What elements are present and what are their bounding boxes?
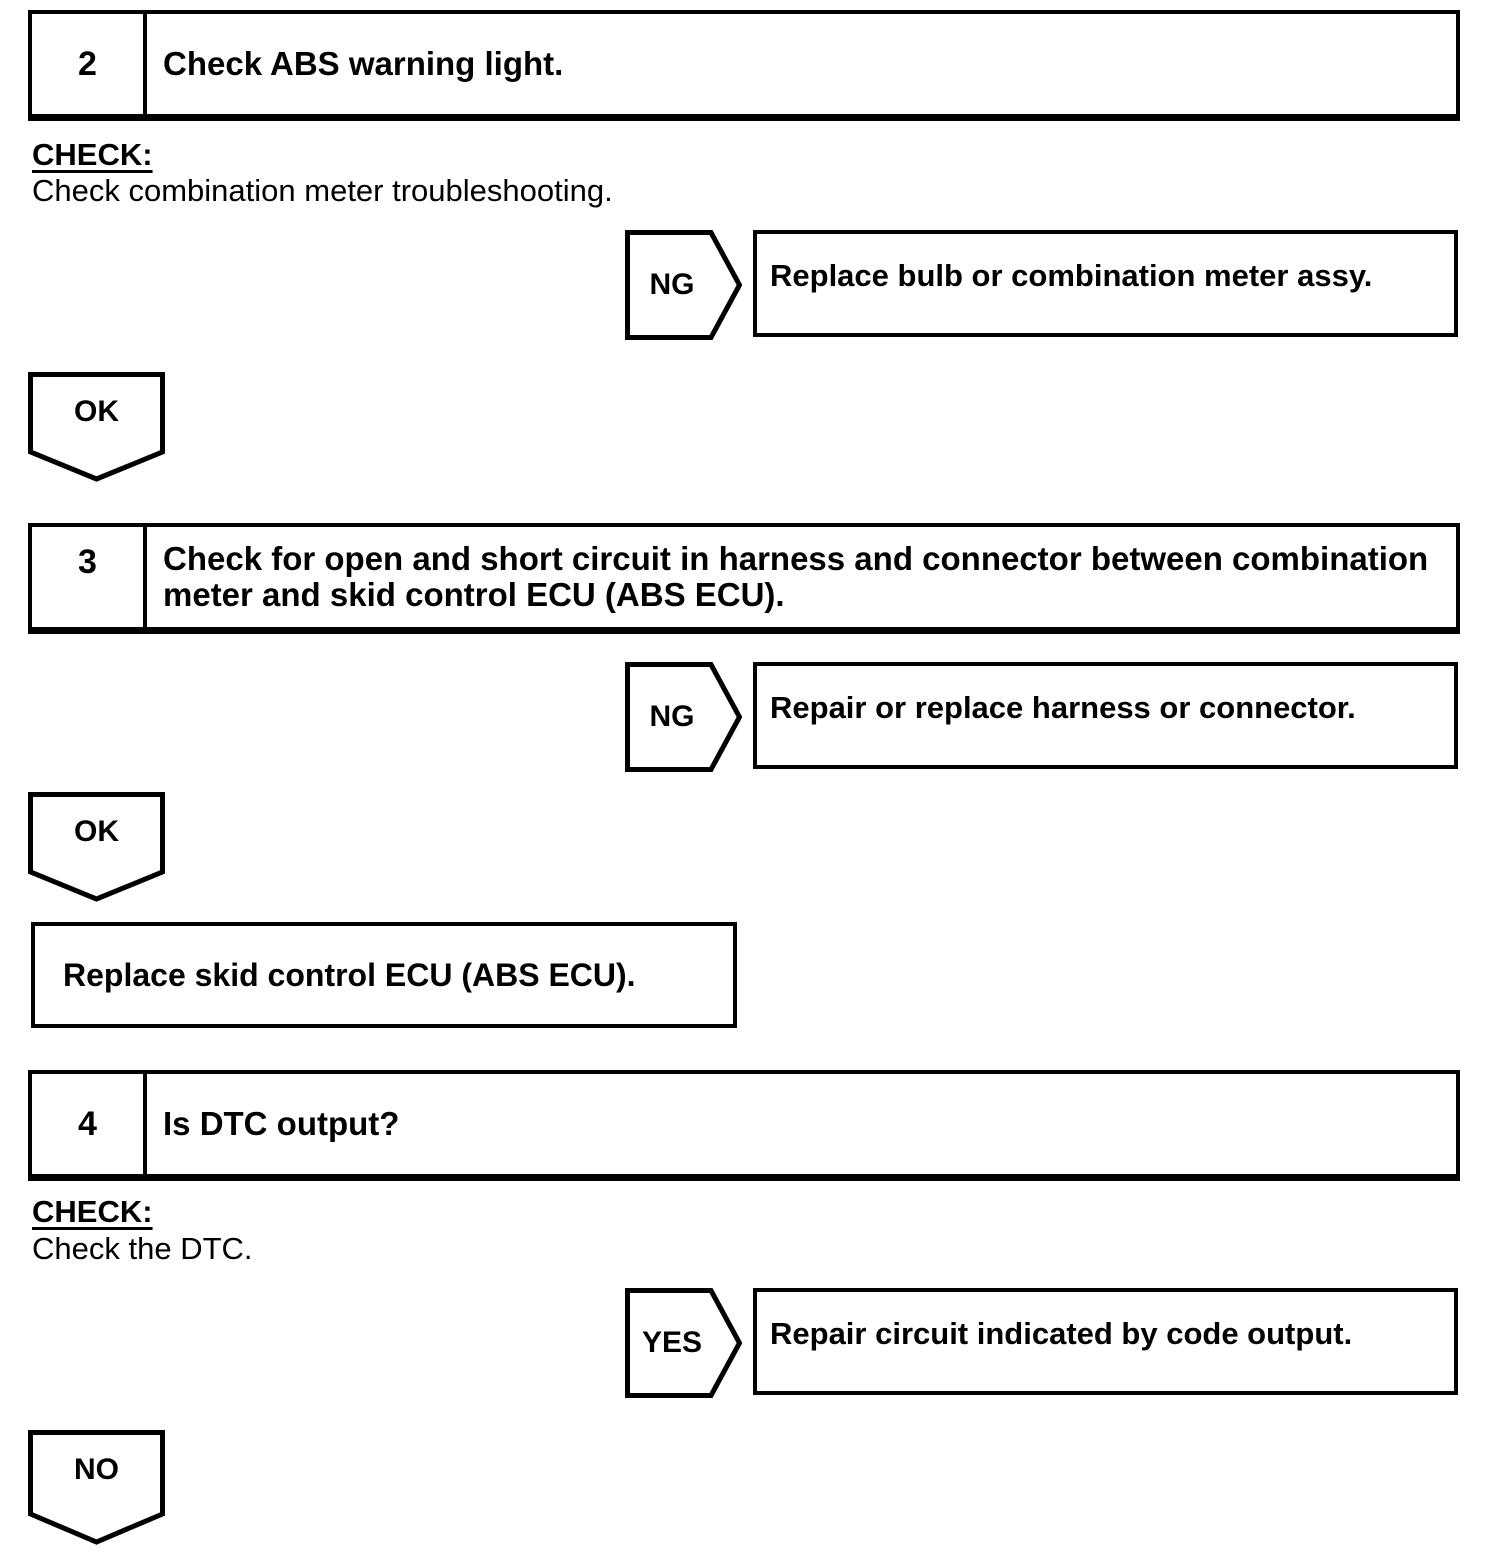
branch-result-text: Repair or replace harness or connector. xyxy=(770,690,1356,725)
check-heading: CHECK: xyxy=(32,137,153,172)
check-instruction: Check the DTC. xyxy=(32,1231,253,1266)
branch-connector-ng: NG xyxy=(625,230,742,340)
step-box-4: 4 Is DTC output? xyxy=(28,1070,1460,1181)
branch-result-text: Replace bulb or combination meter assy. xyxy=(770,258,1373,293)
continue-connector-no: NO xyxy=(28,1430,165,1545)
continue-connector-ok: OK xyxy=(28,372,165,482)
branch-result-box: Repair circuit indicated by code output. xyxy=(753,1288,1458,1395)
check-heading: CHECK: xyxy=(32,1194,153,1229)
continue-label: OK xyxy=(74,395,119,428)
pentagon-down-icon xyxy=(28,372,165,482)
branch-result-box: Replace bulb or combination meter assy. xyxy=(753,230,1458,337)
branch-result-text: Repair circuit indicated by code output. xyxy=(770,1316,1353,1351)
continue-connector-ok: OK xyxy=(28,792,165,902)
step-title: Check ABS warning light. xyxy=(163,44,564,82)
branch-label: NG xyxy=(649,700,695,733)
step-number: 4 xyxy=(32,1074,147,1174)
pentagon-down-icon xyxy=(28,1430,165,1545)
pentagon-down-icon xyxy=(28,792,165,902)
step-title: Check for open and short circuit in harn… xyxy=(163,539,1429,613)
pentagon-right-icon xyxy=(625,662,742,772)
branch-result-box: Repair or replace harness or connector. xyxy=(753,662,1458,769)
pentagon-right-icon xyxy=(625,230,742,340)
step-number: 3 xyxy=(32,527,147,627)
continue-label: OK xyxy=(74,815,119,848)
pentagon-right-icon xyxy=(625,1288,742,1398)
step-title: Is DTC output? xyxy=(163,1104,400,1142)
branch-label: YES xyxy=(641,1326,703,1359)
branch-connector-yes: YES xyxy=(625,1288,742,1398)
terminal-action-box: Replace skid control ECU (ABS ECU). xyxy=(31,922,737,1028)
check-instruction: Check combination meter troubleshooting. xyxy=(32,173,613,208)
step-box-2: 2 Check ABS warning light. xyxy=(28,10,1460,121)
branch-connector-ng: NG xyxy=(625,662,742,772)
step-number: 2 xyxy=(32,14,147,114)
step-box-3: 3 Check for open and short circuit in ha… xyxy=(28,523,1460,634)
branch-label: NG xyxy=(649,268,695,301)
terminal-action-text: Replace skid control ECU (ABS ECU). xyxy=(63,956,636,993)
continue-label: NO xyxy=(74,1453,119,1486)
